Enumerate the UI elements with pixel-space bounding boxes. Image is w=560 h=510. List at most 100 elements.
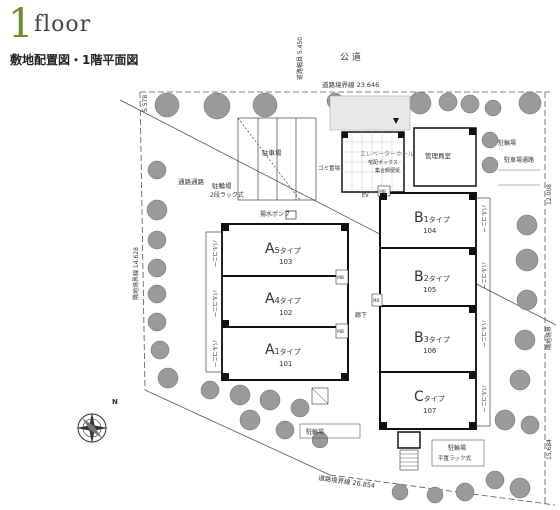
tree-icon: [520, 415, 540, 435]
tree-icon: [150, 340, 170, 360]
unit-number: 106: [423, 347, 437, 355]
dim-left-label: 隣地境界線 14.628: [132, 247, 140, 300]
tree-icon: [200, 380, 220, 400]
unit-number: 103: [279, 258, 292, 266]
unit-a4: A4タイプ 102: [265, 291, 301, 317]
tree-icon: [494, 409, 516, 431]
balcony-label: バルコニー: [211, 340, 218, 367]
stairs: [399, 449, 419, 471]
unit-type-suffix: タイプ: [429, 335, 450, 344]
unit-b2: B2タイプ 105: [414, 269, 450, 294]
tree-icon: [147, 160, 167, 180]
gomi-bin-diag: [311, 387, 329, 405]
moto-parking-box: [431, 439, 485, 467]
tree-icon: [481, 131, 499, 149]
delivery-box-label: 宅配ボックス: [368, 159, 398, 166]
balcony-strip: [205, 231, 223, 373]
unit-type-sub: 2: [424, 274, 429, 283]
tree-icon: [252, 92, 278, 118]
moto-type-label: 平置ラック式: [438, 454, 472, 462]
elevator-hall-label: エレベーターホール: [360, 150, 414, 158]
unit-type-sub: 4: [275, 296, 280, 305]
unit-type-suffix: タイプ: [280, 296, 301, 305]
management-room: [413, 127, 477, 187]
unit-a5: A5タイプ 103: [265, 241, 301, 266]
balcony-label: バルコニー: [480, 205, 487, 232]
bike-right-label: 駐輪場: [498, 139, 516, 147]
tree-icon: [515, 248, 539, 272]
tree-icon: [203, 92, 231, 120]
tree-icon: [408, 91, 432, 115]
floor-number: 1: [8, 1, 34, 47]
boundary-bottom-label: 道路境界線 26.854: [318, 473, 376, 490]
tree-icon: [259, 389, 281, 411]
hall-floor-grid: [342, 132, 404, 192]
tree-icon: [147, 284, 167, 304]
tree-icon: [518, 91, 542, 115]
tree-icon: [516, 214, 538, 236]
bike-parking-bottom-box: [299, 423, 361, 439]
svg-text:B3タイプ: B3タイプ: [414, 330, 450, 346]
pump-label: 揚水ポンプ: [260, 210, 290, 218]
tree-icon: [146, 199, 168, 221]
tree-icon: [157, 367, 179, 389]
unit-number: 107: [423, 407, 436, 415]
mb-label: MB: [379, 189, 386, 195]
tree-icon: [311, 431, 329, 449]
unit-a1: A1タイプ 101: [265, 342, 301, 368]
mb-box: [335, 269, 349, 285]
gomi-label: ゴミ置場: [318, 164, 341, 172]
diagonal-boundary-line: [119, 99, 557, 326]
svg-text:A5タイプ: A5タイプ: [265, 241, 301, 257]
unit-number: 101: [279, 360, 292, 368]
bike-parking-top-label: 駐輪場: [212, 181, 232, 190]
balcony-label: バルコニー: [480, 385, 487, 412]
bottom-boundary-line-2: [329, 474, 556, 506]
tree-icon: [275, 420, 295, 440]
tree-icon: [391, 483, 409, 501]
moto-parking-label: 駐輪場: [448, 444, 466, 452]
unit-type-suffix: タイプ: [424, 394, 445, 403]
bike-parking-bottom-label: 駐輪場: [306, 428, 324, 436]
trees-group: [146, 91, 542, 504]
mb-label: MB: [373, 298, 379, 303]
svg-text:A1タイプ: A1タイプ: [265, 342, 301, 358]
left-boundary-line: [139, 91, 146, 391]
tree-icon: [455, 482, 475, 502]
compass-icon: [76, 412, 108, 444]
unit-c: Cタイプ 107: [414, 389, 445, 415]
entrance-arrow-icon: [393, 118, 399, 124]
columns: [222, 128, 476, 429]
tree-icon: [426, 486, 444, 504]
mail-box-label: 集合郵便受: [375, 167, 400, 174]
entrance-paving: [329, 95, 411, 131]
unit-type-letter: A: [265, 241, 275, 257]
bike-rack-label: 2段ラック式: [210, 191, 244, 199]
unit-type-letter: B: [414, 269, 424, 285]
ev-label: EV: [362, 193, 369, 199]
unit-b3: B3タイプ 106: [414, 330, 450, 355]
tree-icon: [147, 258, 167, 278]
boundary-top-label: 道路境界線 23.646: [322, 80, 379, 89]
balcony-label: バルコニー: [480, 262, 487, 289]
dim-right-top-label: 12.008: [546, 184, 553, 205]
unit-number: 105: [423, 286, 436, 294]
svg-text:Cタイプ: Cタイプ: [414, 389, 445, 405]
svg-text:B1タイプ: B1タイプ: [414, 210, 450, 226]
unit-type-suffix: タイプ: [429, 274, 450, 283]
tree-icon: [509, 477, 531, 499]
right-parking-lines: [498, 169, 540, 186]
unit-type-letter: A: [265, 342, 275, 358]
unit-type-sub: 1: [424, 215, 429, 224]
unit-type-letter: C: [414, 389, 424, 405]
unit-type-sub: 3: [424, 335, 429, 344]
tree-icon: [290, 398, 310, 418]
dim-right-mid-label: 隣地境界: [545, 326, 553, 350]
tree-icon: [147, 312, 167, 332]
road-label: 公 道: [340, 51, 361, 63]
svg-text:A4タイプ: A4タイプ: [265, 291, 301, 307]
balcony-label: バルコニー: [211, 240, 218, 267]
tree-icon: [485, 470, 505, 490]
unit-type-letter: B: [414, 330, 424, 346]
